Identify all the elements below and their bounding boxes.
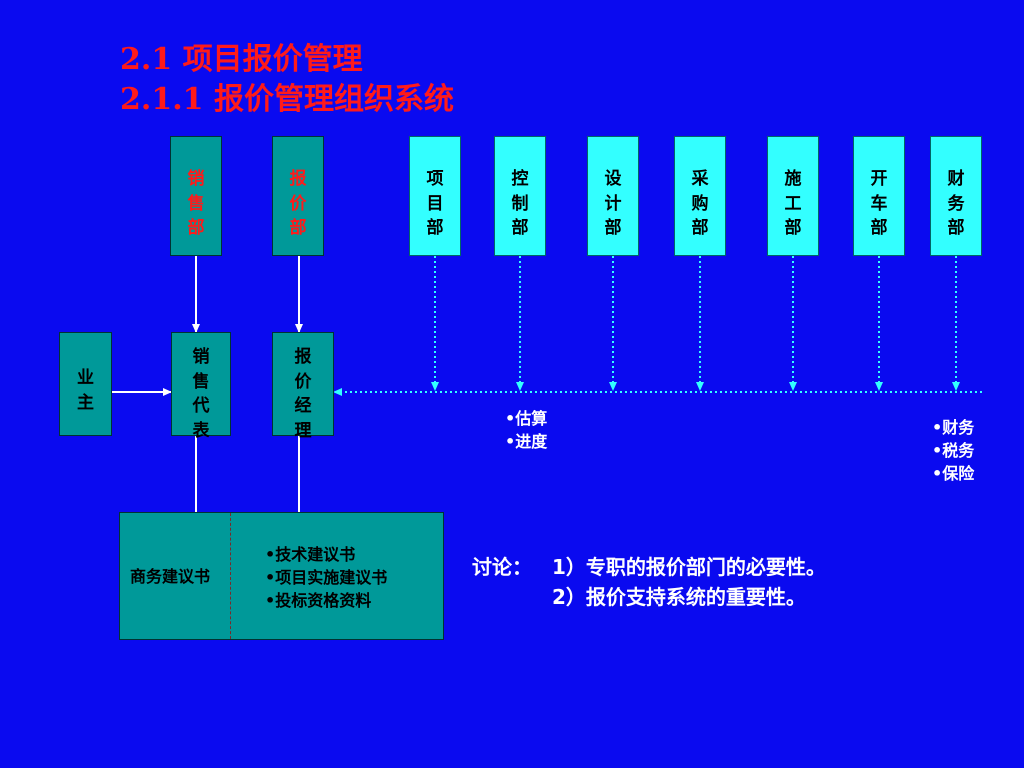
finance-dept-box: 财务部 xyxy=(930,136,982,256)
project-dept-box: 项目部 xyxy=(409,136,461,256)
proposal-documents-box: 商务建议书 技术建议书 项目实施建议书 投标资格资料 xyxy=(119,512,444,640)
design-dept-box: 设计部 xyxy=(587,136,639,256)
owner-box: 业主 xyxy=(59,332,112,436)
sales-dept-label: 销售部 xyxy=(187,169,205,239)
control-dept-label: 控制部 xyxy=(511,169,529,239)
construction-dept-label: 施工部 xyxy=(784,169,802,239)
slide-title: 2.1 项目报价管理 xyxy=(120,42,363,77)
sales-dept-box: 销售部 xyxy=(170,136,222,256)
discussion-indent xyxy=(472,582,552,612)
owner-label: 业主 xyxy=(77,368,94,413)
note-schedule: 进度 xyxy=(505,430,547,453)
note-tax: 税务 xyxy=(932,439,974,462)
business-proposal-label: 商务建议书 xyxy=(130,567,211,586)
quote-manager-label: 报价经理 xyxy=(294,347,312,441)
procurement-dept-box: 采购部 xyxy=(674,136,726,256)
control-notes: 估算 进度 xyxy=(505,407,547,453)
control-dept-box: 控制部 xyxy=(494,136,546,256)
technical-docs-list: 技术建议书 项目实施建议书 投标资格资料 xyxy=(265,543,387,613)
quote-dept-label: 报价部 xyxy=(289,169,307,239)
finance-notes: 财务 税务 保险 xyxy=(932,416,974,486)
technical-doc-item: 项目实施建议书 xyxy=(265,566,387,589)
technical-doc-item: 投标资格资料 xyxy=(265,589,387,612)
slide-subtitle: 2.1.1 报价管理组织系统 xyxy=(120,82,454,117)
finance-dept-label: 财务部 xyxy=(947,169,965,239)
discussion-item: 1）专职的报价部门的必要性。 xyxy=(552,555,826,579)
quote-manager-box: 报价经理 xyxy=(272,332,334,441)
note-insurance: 保险 xyxy=(932,462,974,485)
doc-divider xyxy=(230,513,231,639)
note-finance: 财务 xyxy=(932,416,974,439)
design-dept-label: 设计部 xyxy=(604,169,622,239)
quote-dept-box: 报价部 xyxy=(272,136,324,256)
commissioning-dept-label: 开车部 xyxy=(870,169,888,239)
note-estimate: 估算 xyxy=(505,407,547,430)
technical-doc-item: 技术建议书 xyxy=(265,543,387,566)
procurement-dept-label: 采购部 xyxy=(691,169,709,239)
commissioning-dept-box: 开车部 xyxy=(853,136,905,256)
sales-rep-box: 销售代表 xyxy=(171,332,231,441)
construction-dept-box: 施工部 xyxy=(767,136,819,256)
discussion-label: 讨论： xyxy=(472,555,532,579)
discussion-block: 讨论： 1）专职的报价部门的必要性。 2）报价支持系统的重要性。 xyxy=(472,552,826,612)
project-dept-label: 项目部 xyxy=(426,169,444,239)
sales-rep-label: 销售代表 xyxy=(192,347,210,441)
discussion-item: 2）报价支持系统的重要性。 xyxy=(552,585,806,609)
